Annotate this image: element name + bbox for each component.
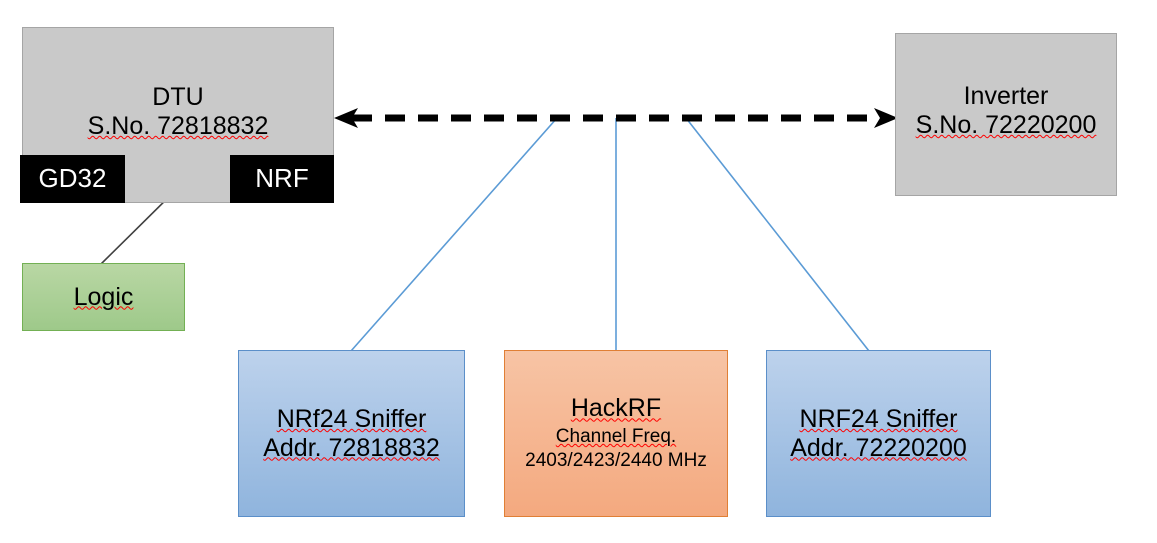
- logic-label: Logic: [73, 282, 134, 311]
- inverter-serial: S.No. 72220200: [915, 110, 1097, 139]
- nrf24-sniffer-left-node[interactable]: NRf24 Sniffer Addr. 72818832: [238, 350, 465, 517]
- gd32-module[interactable]: GD32: [20, 155, 125, 203]
- sniffer-right-address: Addr. 72220200: [790, 433, 967, 462]
- dtu-serial: S.No. 72818832: [87, 111, 269, 140]
- sniffer-left-to-rf-link: [350, 117, 558, 352]
- hackrf-channel-freqs: 2403/2423/2440 MHz: [525, 449, 707, 471]
- dtu-title: DTU: [152, 83, 204, 111]
- nrf-module[interactable]: NRF: [230, 155, 334, 203]
- gd32-label: GD32: [38, 163, 107, 194]
- hackrf-channel-label: Channel Freq.: [555, 426, 677, 448]
- logic-analyzer-node[interactable]: Logic: [22, 263, 185, 331]
- sniffer-right-to-rf-link: [685, 117, 870, 352]
- nrf24-sniffer-right-node[interactable]: NRF24 Sniffer Addr. 72220200: [766, 350, 991, 517]
- sniffer-left-address: Addr. 72818832: [263, 433, 440, 462]
- hackrf-title: HackRF: [570, 394, 662, 423]
- nrf-label: NRF: [255, 163, 309, 194]
- inverter-title: Inverter: [963, 82, 1049, 110]
- dtu-inverter-rf-link: [334, 108, 898, 128]
- sniffer-right-title: NRF24 Sniffer: [799, 404, 958, 433]
- hackrf-node[interactable]: HackRF Channel Freq. 2403/2423/2440 MHz: [504, 350, 728, 517]
- sniffer-left-title: NRf24 Sniffer: [276, 404, 427, 433]
- inverter-node[interactable]: Inverter S.No. 72220200: [895, 33, 1117, 196]
